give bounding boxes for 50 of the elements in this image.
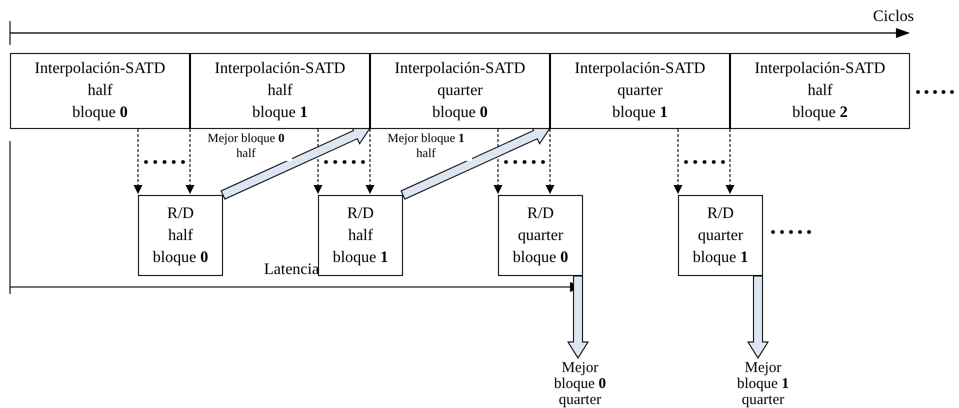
axis-label: Ciclos	[873, 8, 914, 26]
process-box	[730, 53, 910, 129]
node-text: R/D	[167, 204, 194, 224]
arrow	[494, 128, 502, 194]
arrow	[366, 128, 374, 194]
process-box	[550, 53, 730, 129]
process-box	[10, 53, 190, 129]
node-text: quarter	[698, 226, 744, 246]
node-text: bloque 1	[692, 248, 748, 268]
node-text: half	[348, 226, 373, 246]
node-text: bloque 0	[512, 248, 568, 268]
process-box	[190, 53, 370, 129]
node-text: Interpolación-SATD	[394, 59, 526, 79]
node-text: half	[808, 81, 832, 101]
node-text: Mejor bloque 0 quarter	[552, 360, 608, 408]
node-text: bloque 1	[332, 248, 388, 268]
node-text: R/D	[527, 204, 554, 224]
node-text: half	[268, 81, 292, 101]
arrow	[134, 128, 142, 194]
node-text: bloque 0	[152, 248, 208, 268]
process-box	[370, 53, 550, 129]
node-text: quarter	[437, 81, 483, 101]
process-box	[678, 195, 763, 276]
node-text: Interpolación-SATD	[34, 59, 166, 79]
node-text: Interpolación-SATD	[754, 59, 886, 79]
node-text: bloque 0	[72, 103, 128, 123]
arrow	[726, 128, 734, 194]
arrow	[314, 128, 322, 194]
node-text: bloque 1	[612, 103, 668, 123]
process-box	[498, 195, 583, 276]
node-text: bloque 1	[252, 103, 308, 123]
node-text: R/D	[707, 204, 734, 224]
node-text: bloque 2	[792, 103, 848, 123]
node-text: Interpolación-SATD	[574, 59, 706, 79]
node-text: half	[88, 81, 112, 101]
node-text: Interpolación-SATD	[214, 59, 346, 79]
node-text: Mejor bloque 1 quarter	[736, 360, 790, 408]
node-text: bloque 0	[432, 103, 488, 123]
process-box	[138, 195, 223, 276]
process-box	[318, 195, 403, 276]
node-text: quarter	[617, 81, 663, 101]
dimension-label: Latencia	[264, 261, 320, 279]
arrow	[674, 128, 682, 194]
node-text: quarter	[518, 226, 564, 246]
block-arrow	[567, 276, 589, 359]
arrow	[546, 128, 554, 194]
node-text: R/D	[347, 204, 374, 224]
arrow	[186, 128, 194, 194]
node-text: half	[168, 226, 193, 246]
block-arrow	[747, 276, 769, 359]
